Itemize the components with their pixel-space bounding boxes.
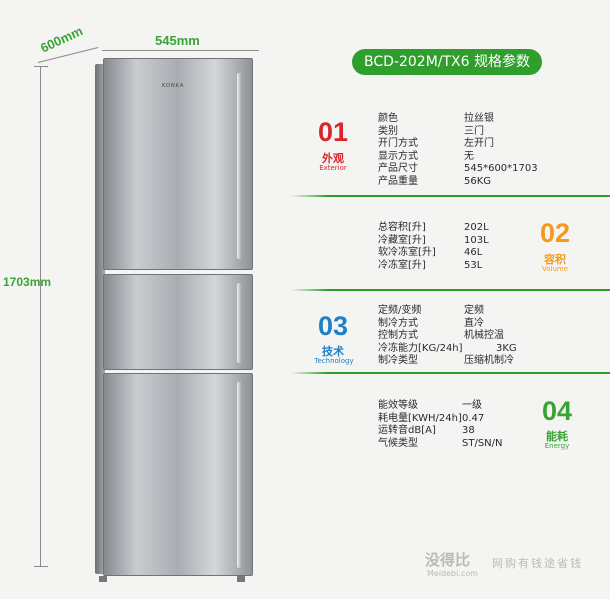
fridge-top-door: KONKA [103, 58, 253, 270]
spec-key: 气候类型 [378, 437, 418, 449]
section-divider [290, 195, 610, 197]
spec-row: 产品重量 56KG [378, 176, 538, 189]
spec-key: 冷藏室[升] [378, 234, 426, 246]
spec-key: 产品重量 [378, 175, 418, 187]
spec-row: 气候类型 ST/SN/N [378, 438, 503, 451]
door-handle [237, 283, 242, 363]
spec-list-exterior: 颜色 拉丝银 类别 三门 开门方式 左开门 显示方式 无 产品尺寸 545*600*170… [378, 113, 538, 189]
spec-key: 制冷方式 [378, 317, 418, 329]
spec-value: 545*600*1703 [464, 163, 538, 175]
watermark-slogan: 网购有钱途省钱 [492, 557, 583, 570]
watermark-url: Meidebi.com [427, 569, 478, 578]
spec-list-energy: 能效等级 一级 耗电量[KWH/24h]0.47 运转音dB[A] 38 气候类型 S… [378, 400, 503, 450]
fridge-bottom-door [103, 373, 253, 576]
fridge-foot [237, 576, 245, 582]
spec-value: 0.47 [462, 412, 485, 424]
section-number-02: 02 [539, 218, 571, 248]
spec-key: 颜色 [378, 113, 398, 124]
spec-key: 开门方式 [378, 138, 418, 150]
spec-row: 制冷方式 直冷 [378, 318, 517, 331]
section-subtitle-exterior: Exterior [319, 164, 347, 172]
spec-row: 产品尺寸 545*600*1703 [378, 163, 538, 176]
spec-row: 开门方式 左开门 [378, 138, 538, 151]
spec-value: 53L [464, 259, 483, 271]
spec-title: BCD-202M/TX6 规格参数 [352, 49, 542, 75]
spec-key: 制冷类型 [378, 355, 418, 367]
spec-row: 冷冻能力[KG/24h] 3KG [378, 343, 517, 356]
fridge-middle-door [103, 274, 253, 370]
spec-value: 三门 [464, 125, 484, 137]
spec-list-volume: 总容积[升] 202L 冷藏室[升] 103L 软冷冻室[升] 46L 冷冻室[升] 5… [378, 222, 489, 272]
height-label: 1703mm [3, 275, 52, 289]
section-number-03: 03 [317, 311, 349, 341]
spec-key: 产品尺寸 [378, 163, 418, 175]
section-number-01: 01 [317, 117, 349, 147]
spec-row: 运转音dB[A] 38 [378, 425, 503, 438]
depth-label: 600mm [38, 23, 85, 56]
door-handle [237, 382, 242, 568]
spec-value: 拉丝银 [464, 113, 494, 124]
section-subtitle-volume: Volume [541, 265, 569, 273]
spec-row: 冷藏室[升] 103L [378, 235, 489, 248]
height-dimension-top [34, 66, 48, 67]
spec-key: 耗电量[KWH/24h] [378, 412, 462, 424]
spec-row: 制冷类型 压缩机制冷 [378, 355, 517, 368]
spec-key: 总容积[升] [378, 222, 426, 233]
spec-row: 总容积[升] 202L [378, 222, 489, 235]
spec-key: 控制方式 [378, 330, 418, 342]
spec-value: 38 [462, 425, 475, 437]
section-subtitle-technology: Technology [314, 357, 354, 365]
section-title-energy: 能耗 [546, 430, 568, 443]
section-title-exterior: 外观 [322, 152, 344, 165]
door-handle [237, 73, 242, 259]
fridge-side [95, 64, 105, 574]
spec-value: 压缩机制冷 [464, 355, 514, 367]
spec-key: 软冷冻室[升] [378, 247, 436, 259]
spec-value: 定频 [464, 305, 484, 316]
spec-value: 46L [464, 247, 483, 259]
spec-key: 能效等级 [378, 400, 418, 411]
spec-value: 一级 [462, 400, 482, 411]
height-dimension-line [40, 66, 41, 566]
spec-row: 耗电量[KWH/24h]0.47 [378, 413, 503, 426]
watermark-logo: 没得比 [425, 551, 471, 569]
spec-key: 运转音dB[A] [378, 425, 436, 437]
spec-row: 冷冻室[升] 53L [378, 260, 489, 273]
spec-key: 定频/变频 [378, 305, 422, 316]
spec-key: 类别 [378, 125, 398, 137]
width-label: 545mm [155, 33, 200, 48]
refrigerator-image: KONKA [95, 58, 260, 582]
spec-value: 202L [464, 222, 489, 233]
height-dimension-bottom [34, 566, 48, 567]
spec-value: 直冷 [464, 317, 484, 329]
spec-key: 冷冻室[升] [378, 259, 426, 271]
section-divider [290, 372, 610, 374]
spec-key: 冷冻能力[KG/24h] [378, 342, 463, 354]
spec-row: 控制方式 机械控温 [378, 330, 517, 343]
spec-row: 类别 三门 [378, 126, 538, 139]
spec-value: ST/SN/N [462, 437, 503, 449]
spec-row: 定频/变频 定频 [378, 305, 517, 318]
width-dimension-line [102, 50, 259, 51]
spec-value: 无 [464, 150, 474, 162]
spec-value: 3KG [496, 342, 517, 354]
section-number-04: 04 [541, 396, 573, 426]
spec-row: 能效等级 一级 [378, 400, 503, 413]
spec-row: 软冷冻室[升] 46L [378, 247, 489, 260]
spec-row: 显示方式 无 [378, 151, 538, 164]
section-title-volume: 容积 [544, 253, 566, 266]
spec-value: 103L [464, 234, 489, 246]
spec-row: 颜色 拉丝银 [378, 113, 538, 126]
section-subtitle-energy: Energy [544, 442, 570, 450]
fridge-foot [99, 576, 107, 582]
section-title-technology: 技术 [322, 345, 344, 358]
spec-list-technology: 定频/变频定频 制冷方式直冷 控制方式机械控温 冷冻能力[KG/24h]3KG … [378, 305, 517, 368]
spec-value: 56KG [464, 175, 492, 187]
section-divider [290, 289, 610, 291]
spec-value: 机械控温 [464, 330, 504, 342]
spec-key: 显示方式 [378, 150, 418, 162]
brand-logo: KONKA [162, 83, 185, 89]
spec-value: 左开门 [464, 138, 494, 150]
